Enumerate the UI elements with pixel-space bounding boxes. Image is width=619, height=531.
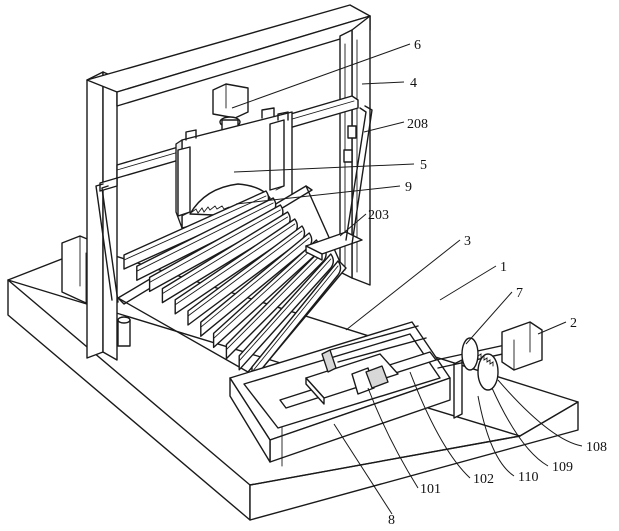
roller-highlight xyxy=(187,230,303,317)
callout-109: 109 xyxy=(552,460,573,475)
roller-highlight xyxy=(200,237,310,328)
drive-assembly xyxy=(435,321,543,419)
callout-7: 7 xyxy=(516,286,523,301)
roller-highlight xyxy=(213,244,317,339)
roller-highlight xyxy=(161,216,289,295)
rollers xyxy=(123,190,342,382)
roller-highlight xyxy=(238,258,332,362)
callout-8: 8 xyxy=(388,513,395,528)
roller-highlight xyxy=(136,202,274,272)
callout-203: 203 xyxy=(368,208,389,223)
slide-assembly xyxy=(279,325,437,409)
callout-101: 101 xyxy=(420,482,441,497)
callout-102: 102 xyxy=(473,472,494,487)
callout-108: 108 xyxy=(586,440,607,455)
step-plate xyxy=(305,231,363,261)
callout-208: 208 xyxy=(407,117,428,132)
callout-4: 4 xyxy=(410,76,417,91)
cables xyxy=(95,105,373,347)
roller-highlight xyxy=(251,265,339,373)
callout-3: 3 xyxy=(464,234,471,249)
roller-highlight xyxy=(174,223,296,306)
callout-5: 5 xyxy=(420,158,427,173)
callout-110: 110 xyxy=(518,470,538,485)
callout-1: 1 xyxy=(500,260,507,275)
roller xyxy=(251,260,342,382)
callout-2: 2 xyxy=(570,316,577,331)
leaders xyxy=(231,43,583,515)
roller-highlight xyxy=(225,251,325,351)
roller-highlight xyxy=(149,209,281,283)
callout-6: 6 xyxy=(414,38,421,53)
callout-9: 9 xyxy=(405,180,412,195)
roller-highlight xyxy=(123,195,267,261)
callout-labels: 6 4 208 5 9 203 3 1 7 2 108 109 110 102 … xyxy=(368,38,607,528)
